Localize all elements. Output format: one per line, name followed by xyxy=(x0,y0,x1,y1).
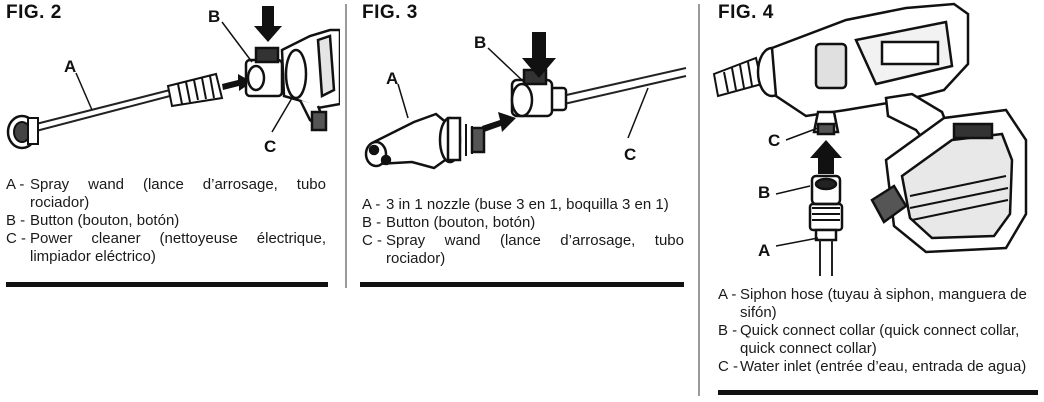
figure-3-legend-item-b: B - Button (bouton, botón) xyxy=(362,214,536,231)
figure-4-legend-item-b: B - Quick connect collar (quick connect … xyxy=(718,322,1020,357)
column-divider-2 xyxy=(698,4,700,396)
figure-3-title: FIG. 3 xyxy=(362,2,418,23)
figure-3-bottom-rule xyxy=(360,282,684,287)
figure-2-callout-b: B xyxy=(208,7,220,26)
figure-3-legend-item-a: A - 3 in 1 nozzle (buse 3 en 1, boquilla… xyxy=(362,196,669,213)
column-divider-1 xyxy=(345,4,347,288)
figure-3-legend-item-c: C - Spray wand (lance d’arrosage, tubo r… xyxy=(362,232,684,267)
figure-4-legend-item-c: C - Water inlet (entrée d’eau, entrada d… xyxy=(718,358,1027,375)
figure-3-callout-c: C xyxy=(624,145,636,164)
figure-4-legend: A - Siphon hose (tuyau à siphon, manguer… xyxy=(718,286,1040,376)
figure-3-callout-b: B xyxy=(474,33,486,52)
figure-2-legend-item-b: B - Button (bouton, botón) xyxy=(6,212,180,229)
figure-4-title: FIG. 4 xyxy=(718,2,774,23)
figure-4-legend-item-a: A - Siphon hose (tuyau à siphon, manguer… xyxy=(718,286,1027,321)
figure-2-illustration: A B C xyxy=(6,6,340,156)
figure-4-panel: FIG. 4 xyxy=(706,0,1044,402)
figure-2-callout-a: A xyxy=(64,57,76,76)
figure-3-legend: A - 3 in 1 nozzle (buse 3 en 1, boquilla… xyxy=(362,196,684,268)
figure-3-illustration: A B C xyxy=(364,32,687,170)
figure-4-callout-a: A xyxy=(758,241,770,260)
figure-3-callout-a: A xyxy=(386,69,398,88)
figure-4-illustration: C B A xyxy=(712,2,1028,276)
figure-2-legend-item-a: A - Spray wand (lance d’arrosage, tubo r… xyxy=(6,176,326,211)
figure-3-panel: FIG. 3 xyxy=(352,0,692,402)
figure-2-legend-item-c: C - Power cleaner (nettoyeuse électrique… xyxy=(6,230,326,265)
figure-2-callout-c: C xyxy=(264,137,276,156)
figure-4-callout-c: C xyxy=(768,131,780,150)
figure-4-callout-b: B xyxy=(758,183,770,202)
figure-2-title: FIG. 2 xyxy=(6,2,62,23)
figure-2-legend: A - Spray wand (lance d’arrosage, tubo r… xyxy=(6,176,326,266)
figure-2-panel: FIG. 2 xyxy=(0,0,340,402)
figure-2-bottom-rule xyxy=(6,282,328,287)
figure-4-bottom-rule xyxy=(718,390,1038,395)
